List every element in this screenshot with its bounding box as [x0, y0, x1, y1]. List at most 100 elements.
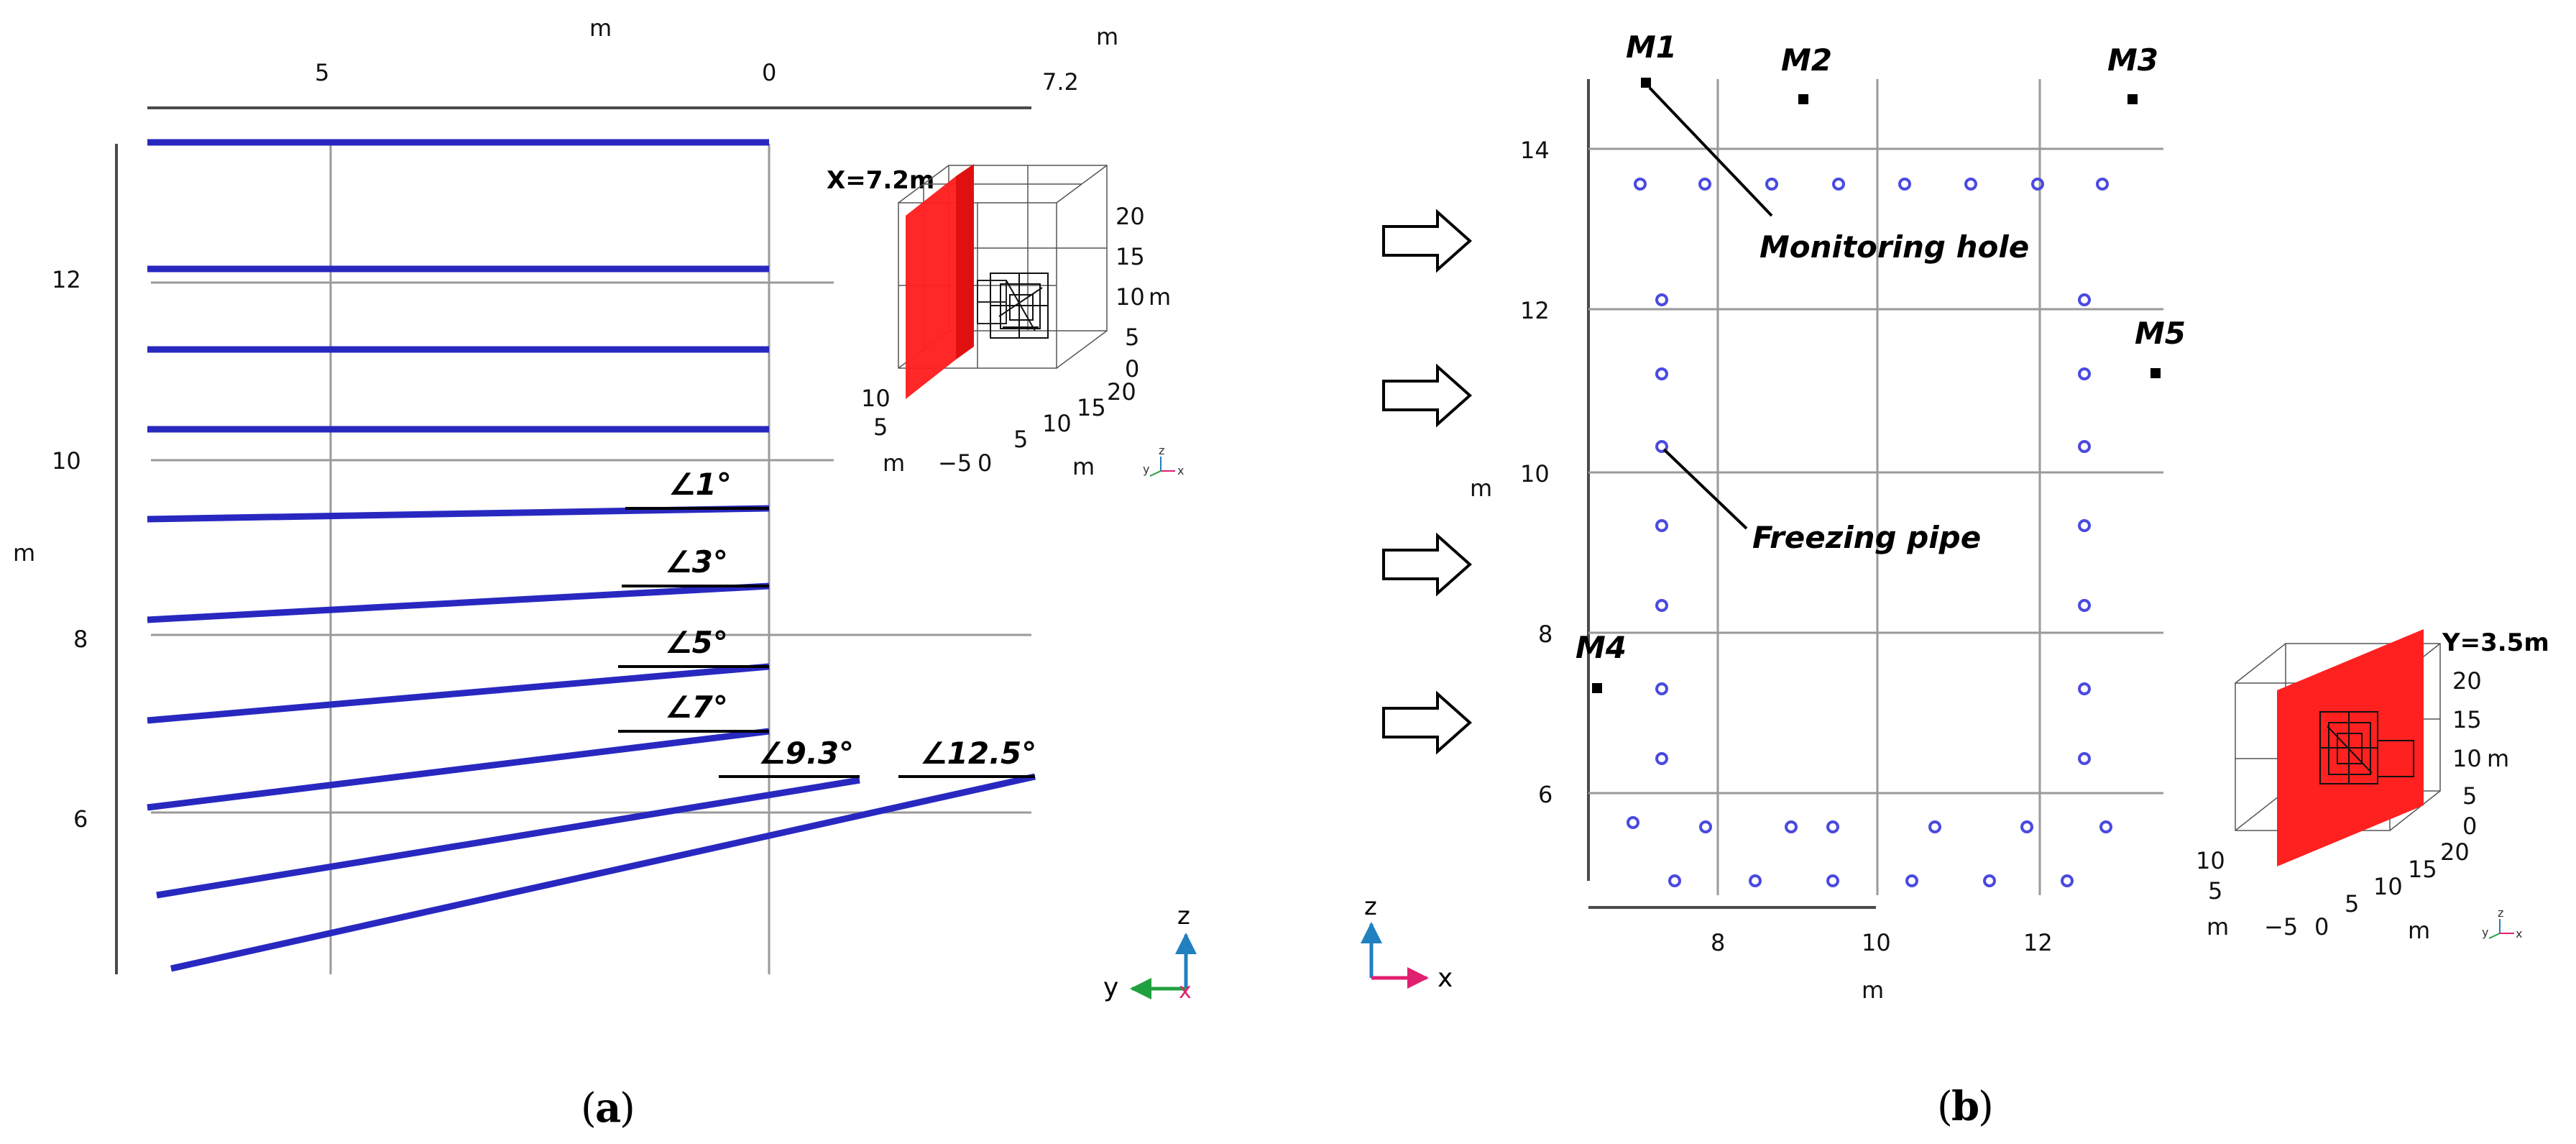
angle-label-3: ∠3° — [665, 544, 728, 580]
freezing-pipe-point — [1785, 820, 1798, 833]
b-y-tick-12: 12 — [1520, 297, 1550, 324]
inset-b-z-tick-20: 20 — [2452, 667, 2482, 695]
freezing-pipe-point — [1655, 440, 1668, 453]
top-tick-0: 0 — [762, 59, 776, 86]
triad-a-z-label: z — [1177, 902, 1190, 930]
top-axis-unit-mid: m — [589, 14, 612, 42]
top-tick-5: 5 — [315, 59, 329, 86]
freezing-pipe-point — [1655, 752, 1668, 765]
freezing-pipe-point — [1826, 820, 1839, 833]
inset-b-x-tick-20: 20 — [2440, 838, 2470, 866]
flow-arrow-4 — [1382, 690, 1473, 755]
left-tick-12: 12 — [52, 266, 81, 293]
freezing-pipe-point — [1655, 367, 1668, 380]
left-axis-unit: m — [13, 539, 35, 567]
caption-a-open: ( — [581, 1085, 597, 1132]
inset-b-y-tick-10: 10 — [2196, 847, 2225, 874]
freezing-pipe-points — [1627, 178, 2112, 887]
left-tick-10: 10 — [52, 447, 81, 475]
freezing-pipe-point — [1698, 178, 1711, 191]
freezing-pipe-point — [1655, 293, 1668, 306]
b-y-tick-6: 6 — [1538, 781, 1552, 808]
freezing-pipe-point — [1627, 816, 1639, 829]
b-x-tick-12: 12 — [2023, 929, 2053, 956]
caption-a-close: ) — [620, 1085, 635, 1132]
svg-text:x: x — [2516, 927, 2522, 941]
b-y-tick-10: 10 — [1520, 460, 1550, 488]
inset-3d-model-b: Y=3.5m 20 15 10 m 5 0 — [2196, 628, 2549, 944]
freezing-pipe-point — [2099, 820, 2112, 833]
inset-a-x-tick-5: 5 — [1013, 426, 1028, 453]
b-y-tick-14: 14 — [1520, 137, 1550, 164]
inset-b-x-tick-0: 0 — [2314, 913, 2329, 941]
inset-a-mini-triad: y z x — [1143, 444, 1184, 477]
angle-label-7: ∠7° — [665, 690, 728, 725]
freezing-pipe-point — [2078, 440, 2091, 453]
freezing-pipes — [147, 139, 1036, 972]
freezing-pipe-point — [1898, 178, 1911, 191]
flow-arrow-2 — [1382, 363, 1473, 428]
monitor-point-m5 — [2150, 368, 2161, 378]
freezing-pipe-point — [1928, 820, 1941, 833]
axis-triad-b: z x — [1361, 892, 1453, 993]
freezing-pipe-point — [2078, 293, 2091, 306]
freezing-pipe-point — [1826, 874, 1839, 887]
triad-b-z-label: z — [1364, 892, 1377, 921]
inset-b-x-tick-10: 10 — [2373, 873, 2403, 900]
freezing-pipe-point — [2078, 519, 2091, 532]
inset-a-x-unit: m — [1072, 453, 1095, 480]
caption-b-close: ) — [1978, 1084, 1994, 1130]
pipe-angle-7 — [147, 728, 770, 811]
triad-a-x-label: x — [1179, 979, 1192, 1004]
freezing-pipe-point — [2078, 752, 2091, 765]
caption-b-letter: b — [1951, 1083, 1979, 1130]
inset-b-title: Y=3.5m — [2442, 628, 2549, 657]
freezing-pipe-point — [2061, 874, 2074, 887]
inset-a-mesh — [990, 273, 1049, 339]
inset-a-x-tick-10: 10 — [1042, 410, 1072, 437]
axis-triad-a: z y x — [1103, 902, 1197, 1004]
freezing-pipe-point — [1832, 178, 1845, 191]
monitor-label-m1: M1 — [1626, 29, 1677, 65]
inset-a-y-tick-neg5: −5 — [938, 449, 972, 477]
freezing-pipe-point — [2078, 682, 2091, 695]
inset-3d-model-a: X=7.2m — [827, 164, 1184, 480]
svg-text:z: z — [1159, 444, 1164, 457]
monitoring-points: M1 M2 M3 M4 M5 — [1576, 29, 2186, 693]
inset-a-section-plane-edge — [956, 164, 974, 360]
angle-label-5: ∠5° — [665, 625, 728, 660]
triad-b-x-label: x — [1438, 964, 1453, 993]
pipe-angle-12-5 — [170, 773, 1036, 972]
left-tick-6: 6 — [73, 805, 88, 833]
freezing-pipe-point — [1634, 178, 1647, 191]
inset-b-y-unit: m — [2207, 913, 2229, 941]
monitor-point-m4 — [1592, 683, 1602, 693]
inset-a-z-tick-20: 20 — [1116, 203, 1145, 230]
inset-b-z-unit: m — [2487, 745, 2509, 772]
inset-a-x-tick-20: 20 — [1107, 378, 1136, 406]
inset-a-section-plane — [906, 176, 956, 399]
freezing-pipe-point — [1765, 178, 1778, 191]
svg-text:x: x — [1177, 464, 1184, 477]
svg-text:y: y — [1143, 462, 1149, 476]
freezing-pipe-point — [1668, 874, 1681, 887]
inset-b-x-tick-15: 15 — [2408, 856, 2437, 883]
freezing-pipe-point — [1749, 874, 1762, 887]
inset-a-x-tick-0: 0 — [978, 449, 992, 477]
triad-a-y-label: y — [1103, 973, 1118, 1002]
panel-b: 14 12 10 8 6 m 8 10 12 m M1 M2 M3 M4 M5 … — [1470, 29, 2549, 1130]
inset-a-z-tick-0: 0 — [1125, 355, 1139, 383]
inset-b-y-tick-neg5: −5 — [2264, 913, 2298, 941]
monitor-label-m5: M5 — [2135, 316, 2186, 351]
flow-arrows — [1382, 209, 1473, 755]
top-axis-unit-right: m — [1096, 23, 1118, 50]
freezing-pipe-point — [1983, 874, 1996, 887]
monitor-label-m2: M2 — [1781, 42, 1832, 78]
freezing-pipe-point — [1964, 178, 1977, 191]
inset-a-z-tick-10: 10 — [1116, 283, 1145, 311]
panel-a: m m 5 0 7.2 m 12 10 8 6 — [13, 14, 1197, 1132]
monitor-point-m1 — [1641, 78, 1651, 88]
freezing-pipe-point — [2096, 178, 2109, 191]
inset-a-y-unit: m — [883, 449, 905, 477]
